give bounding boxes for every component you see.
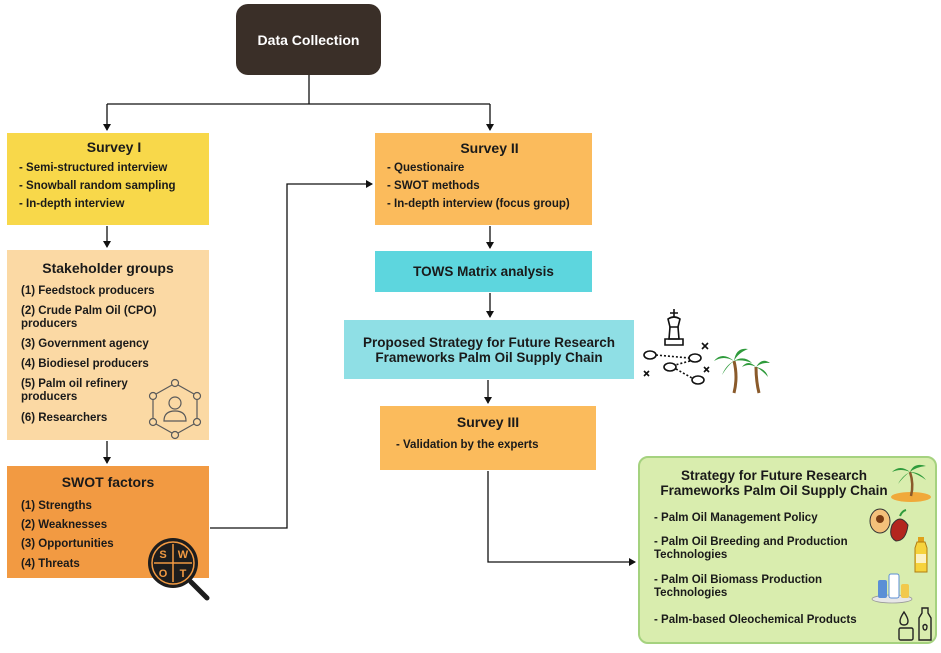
survey2-item: - Questionaire <box>387 162 465 174</box>
swot-item: (2) Weaknesses <box>21 519 108 532</box>
survey1-item: - Snowball random sampling <box>19 180 176 193</box>
biomass-products-icon <box>871 573 913 604</box>
survey1-item: - In-depth interview <box>19 198 125 211</box>
stakeholder-groups-box: Stakeholder groups (1) Feedstock produce… <box>7 250 209 440</box>
strategy-chess-icon <box>643 309 710 385</box>
stakeholder-item: (6) Researchers <box>21 411 108 424</box>
survey2-item: - SWOT methods <box>387 180 480 193</box>
swot-letter-s: S <box>159 549 166 561</box>
strategy-framework-box: Strategy for Future Research Frameworks … <box>638 456 937 644</box>
data-collection-title: Data Collection <box>257 31 360 48</box>
survey1-title: Survey I <box>86 139 142 155</box>
stakeholder-item: (3) Government agency <box>21 337 149 350</box>
arrow-swot-survey2 <box>210 180 373 529</box>
oil-bottle-icon <box>914 537 928 573</box>
arrow-s3-strategy <box>487 471 636 566</box>
palm-tree-icon <box>714 348 770 394</box>
tows-title: TOWS Matrix analysis <box>413 264 554 279</box>
swot-title: SWOT factors <box>61 474 155 490</box>
proposed-strategy-box: Proposed Strategy for Future Research Fr… <box>344 320 634 379</box>
swot-magnifier-icon: S W O T <box>148 538 210 601</box>
survey1-item: - Semi-structured interview <box>19 162 168 174</box>
survey3-item: - Validation by the experts <box>396 439 539 451</box>
survey3-title: Survey III <box>456 414 520 430</box>
strategy-item: - Palm Oil Management Policy <box>654 512 818 524</box>
stakeholder-item: (4) Biodiesel producers <box>21 357 149 370</box>
survey2-box: Survey II - Questionaire - SWOT methods … <box>375 133 592 225</box>
stakeholder-item: (5) Palm oil refinery producers <box>21 378 128 404</box>
survey1-box: Survey I - Semi-structured interview - S… <box>7 133 209 225</box>
swot-item: (1) Strengths <box>21 500 92 512</box>
proposed-title-line1: Proposed Strategy for Future Research <box>362 334 616 350</box>
data-collection-box: Data Collection <box>236 4 381 75</box>
strategy-item: - Palm Oil Biomass Production Technologi… <box>654 573 823 599</box>
oleochemical-icon <box>898 607 932 641</box>
swot-letter-w: W <box>178 549 189 561</box>
stakeholder-network-icon <box>148 378 202 440</box>
survey2-item: - In-depth interview (focus group) <box>387 198 570 211</box>
strategy-item: - Palm-based Oleochemical Products <box>654 614 857 627</box>
swot-letter-o: O <box>159 568 168 580</box>
strategy-title-line2: Frameworks Palm Oil Supply Chain <box>660 483 888 498</box>
swot-factors-box: SWOT factors (1) Strengths (2) Weaknesse… <box>7 466 209 578</box>
proposed-title-line2: Frameworks Palm Oil Supply Chain <box>375 349 603 365</box>
stakeholder-item: (1) Feedstock producers <box>21 285 155 297</box>
swot-item: (4) Threats <box>21 557 80 570</box>
strategy-title-line1: Strategy for Future Research <box>680 468 868 483</box>
strategy-item: - Palm Oil Breeding and Production Techn… <box>654 536 848 562</box>
swot-letter-t: T <box>180 568 187 580</box>
stakeholder-item: (2) Crude Palm Oil (CPO) producers <box>21 305 157 331</box>
swot-item: (3) Opportunities <box>21 538 114 551</box>
survey3-box: Survey III - Validation by the experts <box>380 406 596 470</box>
island-palm-icon <box>891 464 931 502</box>
tows-matrix-box: TOWS Matrix analysis <box>375 251 592 292</box>
survey2-title: Survey II <box>460 140 519 156</box>
palm-fruit-icon <box>869 508 909 542</box>
stakeholder-title: Stakeholder groups <box>42 260 174 276</box>
